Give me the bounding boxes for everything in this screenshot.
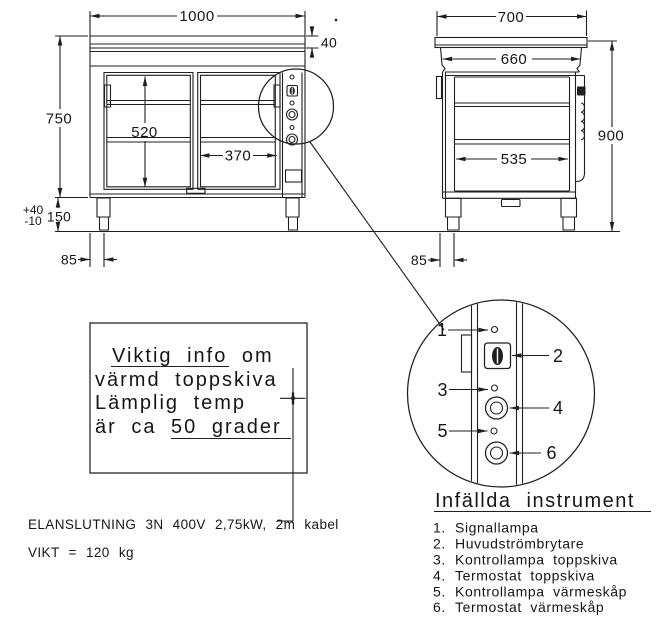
detail-view: 1 2 3 4 5 6 <box>406 299 596 488</box>
thermostat-cabinet-knob-icon <box>285 133 299 146</box>
side-legs <box>444 197 578 231</box>
dim-660-label: 660 <box>501 51 528 68</box>
list-item-num: 4. <box>433 567 446 583</box>
list-item-num: 6. <box>433 599 446 615</box>
electrical-note: ELANSLUTNING 3N 400V 2,75kW, 2m kabel <box>28 517 339 532</box>
tolerance-plus-label: +40 <box>23 203 44 217</box>
callout-5: 5 <box>437 421 447 441</box>
side-dimensions: 700 660 900 535 85 <box>411 9 624 268</box>
list-item-label: Termostat värmeskåp <box>455 599 604 615</box>
front-legs <box>96 197 300 231</box>
instrument-list-heading: Infällda instrument <box>435 490 635 512</box>
info-leader <box>277 368 306 522</box>
info-box: Viktig info om värmd toppskiva Lämplig t… <box>89 322 308 522</box>
detail-circle <box>406 299 596 488</box>
door-hinges <box>103 84 281 108</box>
side-latch <box>435 75 443 100</box>
callout-2: 2 <box>553 346 563 366</box>
list-item-num: 5. <box>433 583 446 599</box>
dim-40-label: 40 <box>321 35 337 51</box>
main-switch-icon <box>483 342 512 370</box>
side-shelves <box>454 102 570 145</box>
callout-1: 1 <box>437 320 447 340</box>
control-lamp-top-icon <box>289 100 295 106</box>
front-cabinet-outline <box>89 11 306 199</box>
side-view: 700 660 900 535 85 <box>411 9 624 268</box>
dim-1000-label: 1000 <box>179 8 214 25</box>
instrument-list: Infällda instrument 1. Signallampa 2. Hu… <box>433 490 651 615</box>
detail-side-plate <box>460 334 473 373</box>
dim-520-label: 520 <box>131 124 158 141</box>
dim-370-label: 370 <box>225 148 252 165</box>
callout-6: 6 <box>546 443 556 463</box>
panel-lower-plate <box>284 169 303 183</box>
list-item-label: Kontrollampa värmeskåp <box>455 583 627 599</box>
door-bottom-latch <box>186 187 206 194</box>
door-rails <box>106 99 276 143</box>
info-line2: värmd toppskiva <box>95 369 278 391</box>
side-control-edge <box>575 74 586 183</box>
list-item-num: 2. <box>433 536 446 552</box>
front-view: 1000 40 750 520 370 150 +40 -10 85 <box>23 8 445 331</box>
list-item-num: 3. <box>433 552 446 568</box>
thermostat-top-knob-icon <box>285 108 299 121</box>
callout-3: 3 <box>437 380 447 400</box>
main-switch-icon <box>286 84 299 97</box>
info-box-frame <box>89 322 308 474</box>
list-item-label: Termostat toppskiva <box>455 567 595 583</box>
detail-callouts: 1 2 3 4 5 6 <box>437 320 563 463</box>
detail-leader-line <box>309 141 445 331</box>
weight-note: VIKT = 120 kg <box>28 545 134 560</box>
signal-lamp-icon <box>490 325 499 334</box>
dim-85-right-label: 85 <box>411 252 427 268</box>
thermostat-cabinet-knob-icon <box>484 441 509 465</box>
detail-panel-strip <box>470 300 524 487</box>
signal-lamp-icon <box>289 74 295 80</box>
list-item-label: Huvudströmbrytare <box>455 536 584 552</box>
list-item-label: Signallampa <box>455 520 539 536</box>
tolerance-minus-label: -10 <box>24 214 42 228</box>
thermostat-top-knob-icon <box>484 396 509 420</box>
hinge-scallops <box>580 102 585 141</box>
info-line4: är ca 50 grader <box>95 416 282 438</box>
list-item-label: Kontrollampa toppskiva <box>455 552 618 568</box>
dim-535-label: 535 <box>501 151 528 168</box>
stray-dot <box>334 18 338 22</box>
info-line1: Viktig info om <box>112 345 274 367</box>
front-doors <box>103 71 281 194</box>
control-lamp-cabinet-icon <box>490 427 498 435</box>
control-lamp-top-icon <box>490 384 499 392</box>
control-lamp-cabinet-icon <box>289 124 295 131</box>
dim-150-label: 150 <box>47 209 71 225</box>
dim-750-label: 750 <box>46 111 73 128</box>
dim-900-label: 900 <box>598 128 625 145</box>
detail-zoom-circle <box>257 68 335 145</box>
dim-85-left-label: 85 <box>61 252 77 268</box>
side-cabinet-outline <box>434 10 588 199</box>
front-dimensions: 1000 40 750 520 370 150 +40 -10 85 <box>23 8 337 268</box>
callout-4: 4 <box>553 398 563 418</box>
front-control-panel <box>281 72 303 198</box>
info-line3: Lämplig temp <box>95 392 246 414</box>
side-base-vent <box>500 198 521 208</box>
side-switch-knob-icon <box>577 86 586 96</box>
list-item-num: 1. <box>433 520 446 536</box>
dim-700-label: 700 <box>498 9 525 26</box>
detail-instruments <box>483 325 512 465</box>
notes: ELANSLUTNING 3N 400V 2,75kW, 2m kabel VI… <box>28 517 339 560</box>
